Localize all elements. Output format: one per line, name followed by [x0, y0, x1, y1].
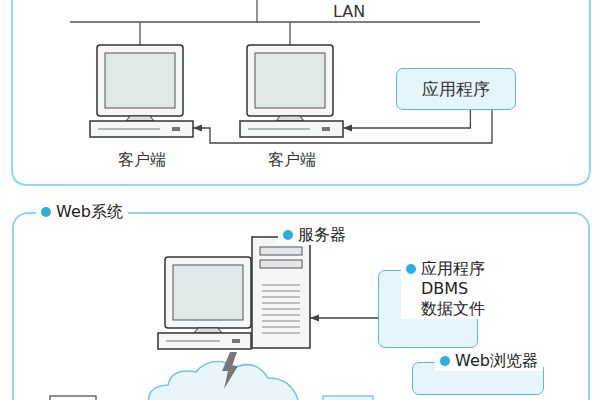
monitor: [97, 45, 183, 116]
client-node: 客户端: [90, 45, 193, 170]
screen: [255, 53, 325, 108]
software-box: 应用程序 DBMS 数据文件: [378, 270, 478, 348]
drive-slot: [248, 129, 310, 130]
button: [172, 127, 180, 131]
lan-drop: [289, 22, 290, 45]
lan-panel: [12, 0, 590, 185]
lan-bus: [70, 21, 480, 22]
arrow-connector: [193, 110, 492, 143]
cut-box: [50, 396, 96, 400]
drive-bay: [260, 260, 302, 268]
drive-bay: [260, 247, 302, 255]
node-text: 应用程序 DBMS 数据文件: [401, 259, 502, 319]
monitor: [247, 45, 333, 116]
server-node: 服务器: [252, 237, 310, 348]
web-computer: [158, 257, 251, 349]
node-text: 客户端: [240, 150, 343, 170]
network-label: LAN: [333, 2, 365, 22]
node-text: 服务器: [278, 225, 351, 245]
node-text: 客户端: [90, 150, 193, 170]
node-text: Web浏览器: [435, 351, 543, 371]
arrow-connector: [343, 110, 470, 128]
system-panel: Web系统服务器应用程序 DBMS 数据文件Web浏览器: [12, 212, 590, 400]
button: [322, 127, 330, 131]
client-node: 客户端: [240, 45, 343, 170]
tower: [252, 237, 310, 348]
drive-slot: [166, 341, 220, 342]
browser-box: Web浏览器: [412, 362, 544, 395]
base-unit: [158, 333, 251, 349]
client-computer: [240, 45, 343, 137]
screen: [173, 265, 243, 320]
client-computer: [90, 45, 193, 137]
base-unit: [90, 121, 193, 137]
vent: [262, 285, 300, 333]
server-tower: [252, 237, 310, 348]
screen: [105, 53, 175, 108]
node-text: Web系统: [36, 202, 128, 222]
drive-slot: [98, 129, 160, 130]
lightning-bolt: [222, 352, 238, 389]
base-unit: [240, 121, 343, 137]
lan-drop: [256, 0, 257, 22]
lan-wires: [70, 0, 480, 45]
monitor: [165, 257, 251, 328]
process-box: 应用程序: [396, 68, 516, 110]
cut-box: [323, 396, 373, 400]
arrow-connector: [310, 317, 378, 318]
node-text: 应用程序: [422, 78, 490, 100]
button: [232, 339, 240, 343]
lan-drop: [139, 22, 140, 45]
